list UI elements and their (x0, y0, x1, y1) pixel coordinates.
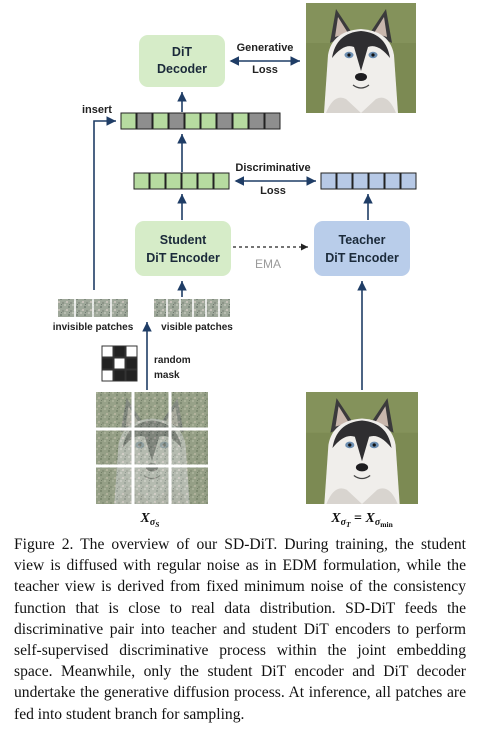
generative-loss-line2: Loss (252, 64, 278, 76)
insert-path (93, 116, 116, 290)
generative-loss-line1: Generative (237, 42, 294, 54)
visible-patches-strip (154, 299, 230, 317)
student-token-row (133, 172, 230, 190)
dit-decoder-box: DiT Decoder (139, 35, 225, 87)
visible-patches-label: visible patches (161, 322, 233, 333)
decoder-label-line2: Decoder (157, 62, 207, 76)
random-mask-line2: mask (154, 370, 180, 381)
decoder-token-row (120, 112, 281, 130)
generated-image (306, 3, 416, 113)
teacher-input-label: XσT = Xσmin (330, 511, 393, 529)
random-mask-grid (101, 345, 138, 382)
student-encoder-box: Student DiT Encoder (135, 221, 231, 276)
teacher-label-line1: Teacher (338, 233, 385, 247)
teacher-label-line2: DiT Encoder (325, 251, 399, 265)
student-label-line1: Student (160, 233, 207, 247)
random-mask-line1: random (154, 355, 191, 366)
invisible-patches-strip (58, 299, 128, 317)
discriminative-loss-line1: Discriminative (235, 162, 310, 174)
invisible-patches-label: invisible patches (53, 322, 134, 333)
teacher-token-row (320, 172, 417, 190)
insert-label: insert (82, 104, 112, 116)
noisy-student-image (96, 392, 208, 504)
discriminative-loss-line2: Loss (260, 185, 286, 197)
teacher-image (306, 392, 418, 504)
student-label-line2: DiT Encoder (146, 251, 220, 265)
figure-caption: Figure 2. The overview of our SD-DiT. Du… (14, 536, 466, 723)
decoder-label-line1: DiT (172, 45, 193, 59)
teacher-encoder-box: Teacher DiT Encoder (314, 221, 410, 276)
sd-dit-diagram: DiT Decoder Generative Loss insert Discr… (53, 3, 418, 529)
student-input-label: XσS (140, 511, 160, 529)
ema-label: EMA (255, 257, 281, 271)
